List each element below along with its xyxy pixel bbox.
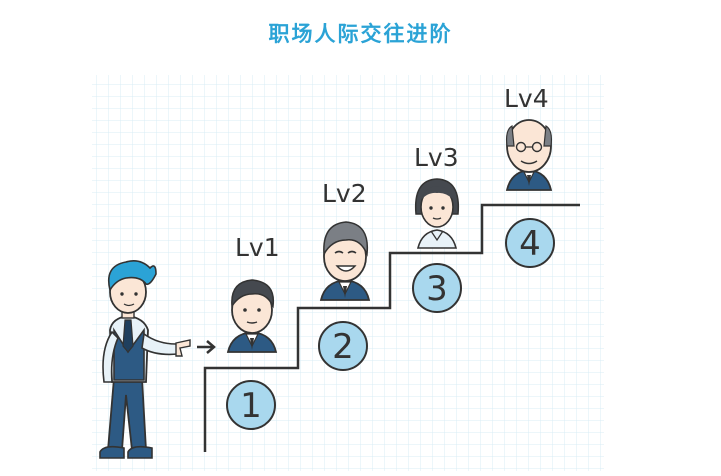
page-title: 职场人际交往进阶 xyxy=(268,22,453,46)
level-3-portrait xyxy=(414,178,460,249)
presenter-figure xyxy=(99,260,191,459)
step-3-number: 3 xyxy=(426,269,448,309)
step-2-badge: 2 xyxy=(318,321,368,371)
level-2-label: Lv2 xyxy=(322,179,367,208)
step-1-badge: 1 xyxy=(226,380,276,430)
step-4-badge: 4 xyxy=(505,218,555,268)
step-2-number: 2 xyxy=(332,327,354,367)
step-4-number: 4 xyxy=(519,224,541,264)
level-4-label: Lv4 xyxy=(504,84,549,113)
level-1-portrait xyxy=(226,279,278,353)
staircase-line xyxy=(203,203,580,452)
arrow-right-icon xyxy=(197,340,216,354)
level-3-label: Lv3 xyxy=(414,143,459,172)
step-1-number: 1 xyxy=(240,386,262,426)
level-1-label: Lv1 xyxy=(235,233,280,262)
level-2-portrait xyxy=(319,221,371,301)
step-3-badge: 3 xyxy=(412,263,462,313)
level-4-portrait xyxy=(505,119,553,191)
